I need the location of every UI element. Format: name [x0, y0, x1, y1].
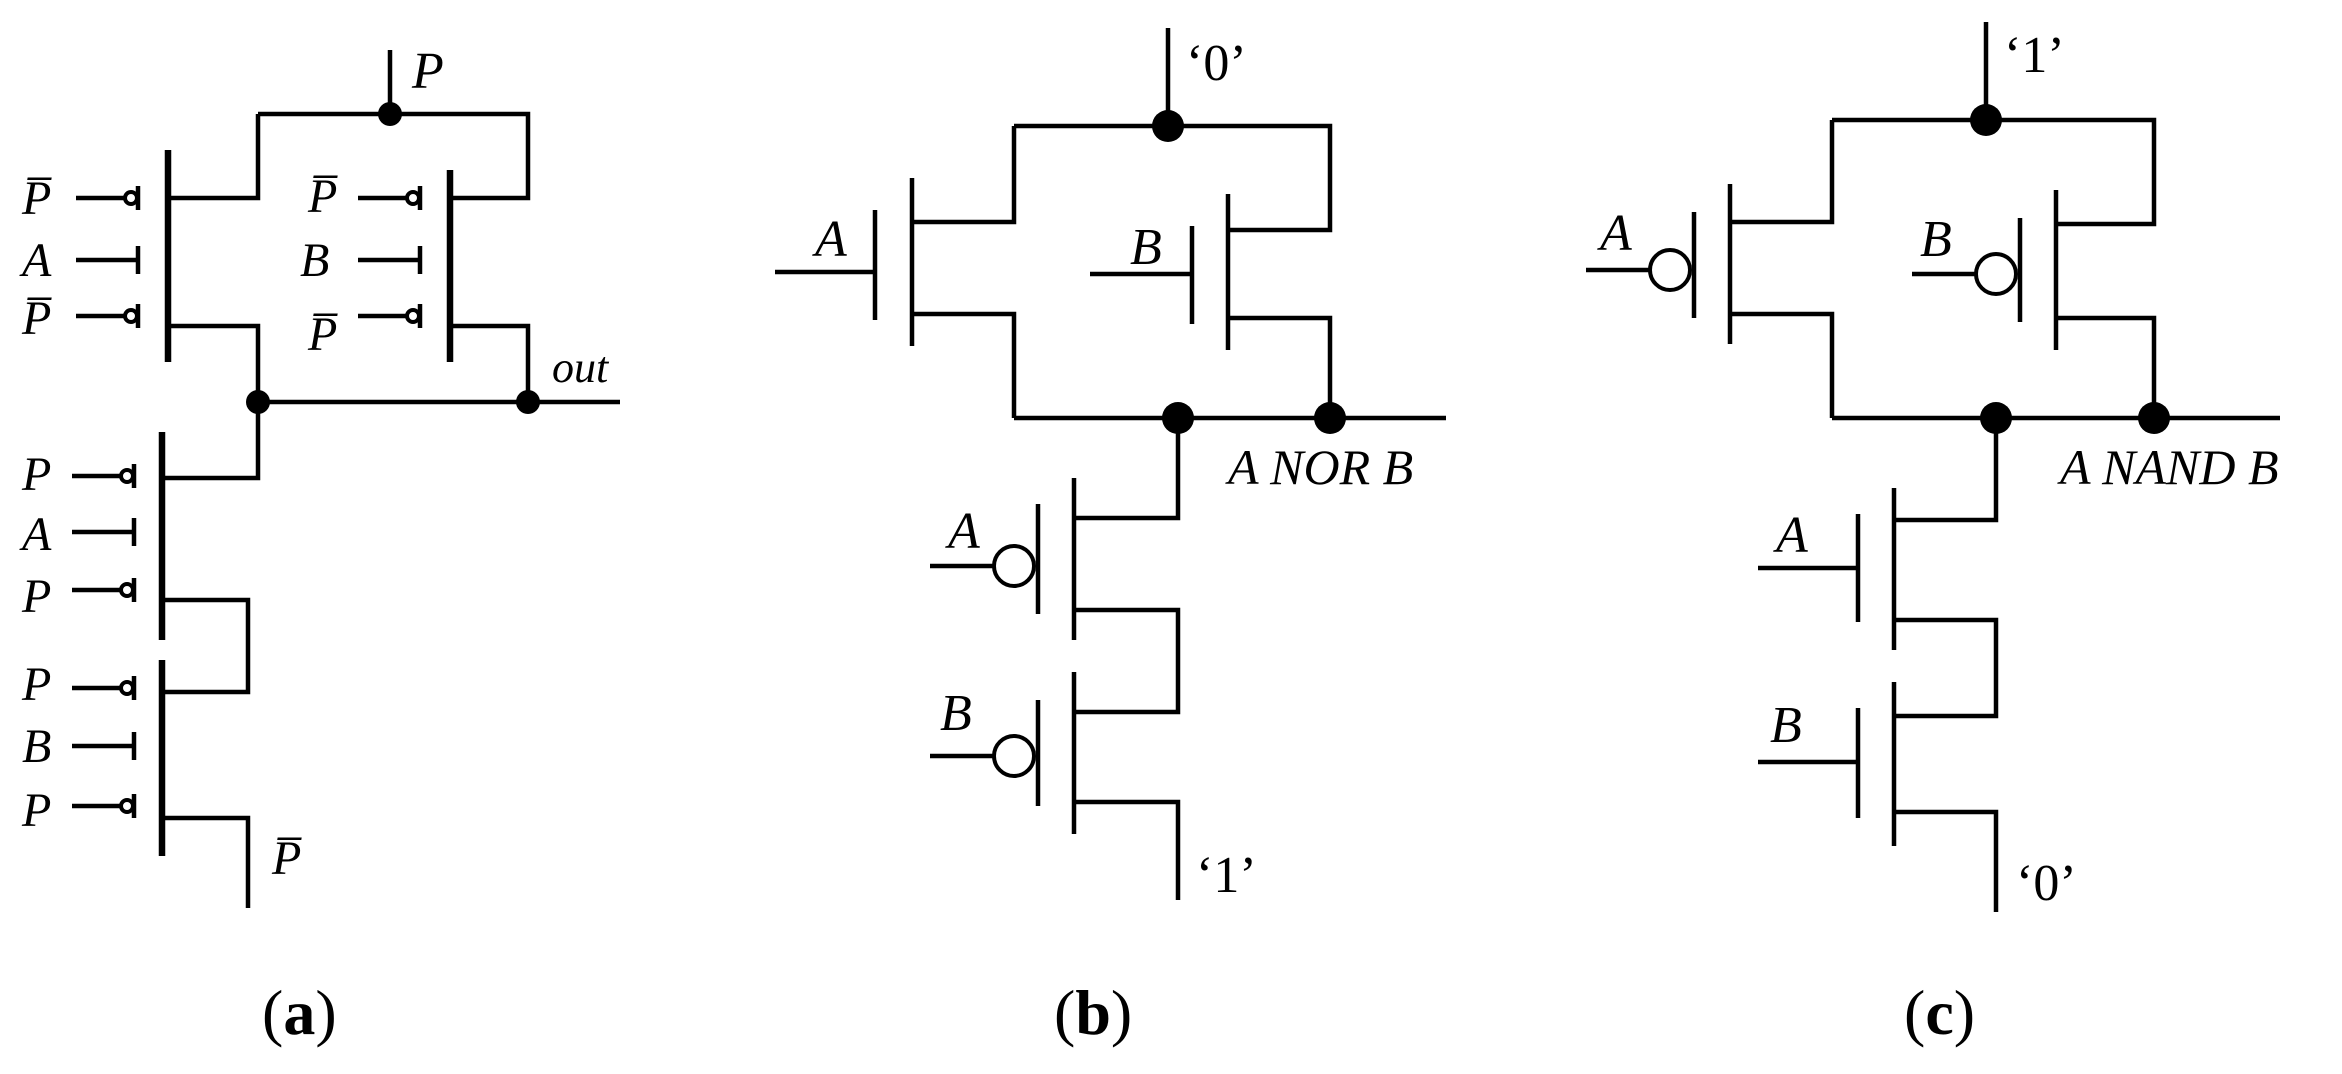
svg-text:P̅: P̅ [21, 292, 52, 345]
gate-input-stack1-3: P [21, 570, 137, 623]
svg-text:B: B [1920, 211, 1952, 268]
svg-text:P̅: P̅ [307, 170, 338, 223]
caption-a: (a) [262, 977, 337, 1048]
gate-input-stack1-1: P [21, 448, 137, 501]
gate-input-stack2-2: B [22, 720, 137, 773]
svg-text:B: B [300, 234, 329, 287]
junction-dot [1314, 402, 1346, 434]
top-signal-label: P [411, 43, 444, 100]
gate-input-stack2-1: P [21, 658, 137, 711]
svg-text:B: B [1770, 697, 1802, 754]
transistor-pmos-b: B [1912, 190, 2059, 350]
transistor-nmos-b: B [1758, 682, 1897, 846]
svg-text:A: A [19, 234, 52, 287]
junction-dot [2138, 402, 2170, 434]
gate-input-left-1: P̅ [21, 172, 141, 225]
caption-b: (b) [1054, 977, 1132, 1048]
gate-input-right-2: B [300, 234, 423, 287]
supply-top-label: ‘1’ [2004, 27, 2065, 84]
bottom-signal-label: P̅ [271, 832, 302, 885]
out-label: out [552, 343, 610, 392]
svg-text:P: P [21, 448, 51, 501]
supply-top-label: ‘0’ [1186, 35, 1247, 92]
transistor-pmos-a: A [930, 478, 1077, 640]
panel-c: ‘1’ A B A NAND B A [1586, 22, 2280, 1048]
svg-text:B: B [1130, 219, 1162, 276]
transistor-pmos-a: A [1586, 184, 1733, 344]
transistor-pmos-b: B [930, 672, 1077, 834]
svg-text:A: A [1597, 205, 1632, 262]
gate-input-right-1: P̅ [307, 170, 423, 223]
svg-text:P̅: P̅ [307, 308, 338, 361]
junction-dot [1152, 110, 1184, 142]
output-label: A NAND B [2057, 439, 2279, 495]
svg-text:P: P [21, 570, 51, 623]
gate-input-left-2: A [19, 234, 141, 287]
svg-text:B: B [22, 720, 51, 773]
transistor-nmos-a: A [775, 178, 915, 346]
junction-dot [378, 102, 402, 126]
panel-b: ‘0’ A B A NOR B A [775, 28, 1446, 1048]
panel-a: P out P̅ A P̅ P̅ B [19, 43, 620, 1048]
svg-text:P̅: P̅ [21, 172, 52, 225]
gate-input-left-3: P̅ [21, 292, 141, 345]
svg-text:A: A [812, 211, 847, 268]
transistor-nmos-a: A [1758, 488, 1897, 650]
svg-text:B: B [940, 685, 972, 742]
caption-c: (c) [1904, 977, 1975, 1048]
transistor-nmos-b: B [1090, 194, 1231, 350]
svg-text:P: P [21, 658, 51, 711]
gate-input-stack2-3: P [21, 784, 137, 837]
svg-text:P: P [21, 784, 51, 837]
svg-text:A: A [19, 508, 52, 561]
gate-input-right-3: P̅ [307, 304, 423, 361]
junction-dot [516, 390, 540, 414]
supply-bottom-label: ‘0’ [2016, 855, 2077, 912]
output-label: A NOR B [1225, 439, 1413, 495]
svg-text:A: A [945, 503, 980, 560]
svg-text:A: A [1773, 507, 1808, 564]
gate-input-stack1-2: A [19, 508, 137, 561]
supply-bottom-label: ‘1’ [1196, 847, 1257, 904]
junction-dot [1970, 104, 2002, 136]
